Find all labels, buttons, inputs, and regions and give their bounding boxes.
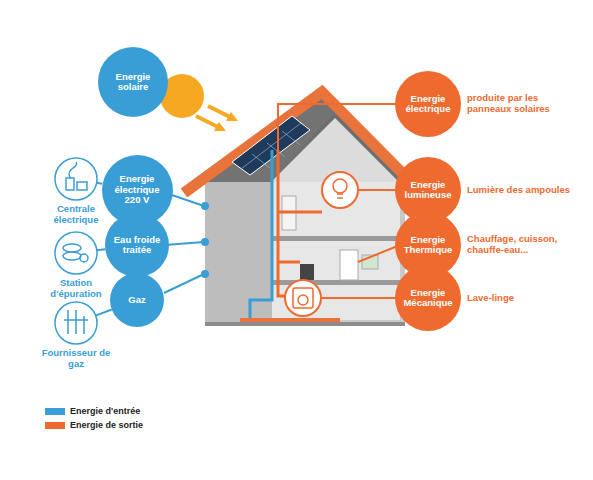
energy-circle: Eau froide traitée bbox=[105, 213, 169, 277]
source-icon: Station d'épuration bbox=[36, 231, 116, 300]
energy-note: Lave-linge bbox=[467, 293, 575, 304]
energy-label: Energie lumineuse bbox=[398, 180, 458, 201]
fridge bbox=[340, 250, 358, 280]
source-label: Fournisseur de gaz bbox=[36, 348, 116, 370]
input-leaders bbox=[164, 193, 208, 293]
icon-ring bbox=[54, 157, 98, 201]
bulb-icon bbox=[322, 172, 358, 208]
wire bbox=[278, 261, 300, 264]
energy-label: Energie électrique bbox=[398, 94, 458, 115]
legend-label: Energie d'entrée bbox=[70, 406, 140, 416]
energy-note: produite par les panneaux solaires bbox=[467, 93, 575, 115]
energy-circle: Gaz bbox=[110, 273, 164, 327]
energy-label: Energie solaire bbox=[103, 72, 163, 93]
legend-swatch bbox=[45, 408, 65, 415]
energy-circle: Energie électriqueproduite par les panne… bbox=[395, 71, 461, 137]
wire bbox=[278, 150, 300, 296]
bulb-glyph bbox=[333, 179, 347, 198]
plant-glyph bbox=[66, 162, 87, 190]
energy-label: Gaz bbox=[128, 295, 145, 305]
connector bbox=[97, 249, 105, 250]
source-label: Station d'épuration bbox=[36, 278, 116, 300]
energy-note: Lumière des ampoules bbox=[467, 185, 575, 196]
source-icon: Fournisseur de gaz bbox=[36, 301, 116, 370]
energy-label: Eau froide traitée bbox=[107, 235, 167, 256]
energy-circle: Energie MécaniqueLave-linge bbox=[395, 265, 461, 331]
icon-ring bbox=[54, 231, 98, 275]
sun-rays bbox=[196, 106, 238, 131]
washer-glyph bbox=[293, 288, 313, 308]
stove bbox=[300, 264, 314, 280]
legend-label: Energie de sortie bbox=[70, 420, 143, 430]
gas-glyph bbox=[64, 310, 88, 334]
icon-outline bbox=[55, 302, 97, 344]
legend-swatch bbox=[45, 422, 65, 429]
floor bbox=[272, 236, 400, 241]
ground bbox=[205, 322, 405, 326]
legend-row: Energie d'entrée bbox=[45, 404, 143, 418]
house-wall bbox=[205, 182, 405, 322]
connector bbox=[96, 310, 112, 316]
icon-outline bbox=[55, 158, 97, 200]
source-label: Centrale électrique bbox=[36, 204, 116, 226]
energy-label: Energie électrique 220 V bbox=[107, 174, 167, 205]
icon-outline bbox=[55, 232, 97, 274]
energy-label: Energie Thermique bbox=[398, 235, 458, 256]
legend-row: Energie de sortie bbox=[45, 418, 143, 432]
energy-label: Energie Mécanique bbox=[398, 288, 458, 309]
water-pipe bbox=[250, 150, 272, 318]
output-leaders bbox=[278, 104, 400, 298]
wire bbox=[278, 211, 322, 214]
energy-circle: Energie solaire bbox=[98, 47, 168, 117]
water-glyph bbox=[63, 244, 88, 262]
icon-ring bbox=[54, 301, 98, 345]
legend: Energie d'entréeEnergie de sortie bbox=[45, 404, 143, 432]
washer-icon bbox=[285, 280, 321, 316]
roof bbox=[184, 92, 422, 193]
energy-note: Chauffage, cuisson, chauffe-eau... bbox=[467, 234, 575, 256]
